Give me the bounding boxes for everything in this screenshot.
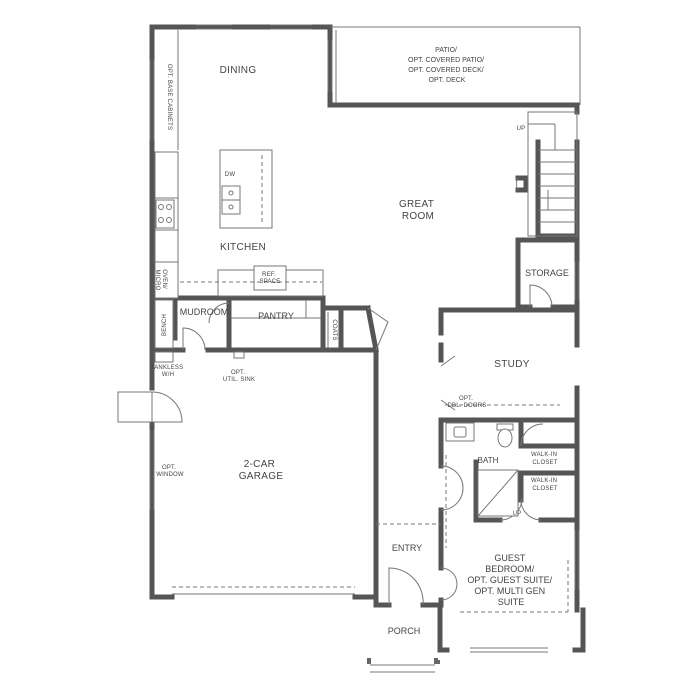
doors bbox=[117, 177, 560, 606]
label-opt-window: OPT. WINDOW bbox=[156, 465, 184, 478]
label-walk-in-closet-2: WALK-IN CLOSET bbox=[531, 478, 559, 492]
label-mudroom: MUDROOM bbox=[180, 307, 229, 317]
exterior-walls bbox=[149, 24, 586, 653]
fixture-labels: OPT. BASE CABINETS DW REF. SPACE OVEN/ M… bbox=[151, 64, 526, 517]
label-oven-micro: OVEN/ MICRO bbox=[154, 269, 167, 291]
patio-outline bbox=[330, 26, 581, 105]
mudroom-fixtures bbox=[154, 299, 329, 363]
label-up-stair: UP bbox=[517, 126, 526, 132]
label-coats: COATS bbox=[331, 319, 337, 340]
label-kitchen: KITCHEN bbox=[220, 242, 266, 253]
kitchen-fixtures bbox=[154, 30, 324, 299]
label-opt-util-sink: OPT. UTIL. SINK bbox=[223, 370, 255, 383]
label-storage: STORAGE bbox=[525, 268, 569, 278]
label-entry: ENTRY bbox=[392, 543, 422, 553]
label-garage: 2-CAR GARAGE bbox=[239, 459, 284, 482]
label-opt-dbl-doors: OPT. DBL. DOORS bbox=[447, 396, 486, 409]
label-opt-base-cabinets: OPT. BASE CABINETS bbox=[166, 64, 172, 130]
label-dining: DINING bbox=[220, 65, 257, 76]
label-bench: BENCH bbox=[162, 314, 168, 336]
porch-steps bbox=[367, 658, 440, 673]
label-up-bath: UP bbox=[513, 511, 522, 517]
label-pantry: PANTRY bbox=[258, 311, 294, 321]
label-ref-space: REF. SPACE bbox=[260, 272, 281, 285]
label-tankless-wh: TANKLESS W/H bbox=[151, 365, 185, 378]
label-bath: BATH bbox=[478, 456, 499, 465]
windows bbox=[149, 24, 580, 653]
label-study: STUDY bbox=[494, 359, 529, 370]
bath-fixtures bbox=[445, 422, 569, 613]
label-walk-in-closet-1: WALK-IN CLOSET bbox=[531, 452, 559, 466]
stair bbox=[527, 111, 578, 237]
label-guest-bedroom: GUEST BEDROOM/ OPT. GUEST SUITE/ OPT. MU… bbox=[467, 553, 554, 607]
label-patio: PATIO/ OPT. COVERED PATIO/ OPT. COVERED … bbox=[408, 47, 486, 84]
room-labels: DINING PATIO/ OPT. COVERED PATIO/ OPT. C… bbox=[180, 47, 569, 636]
interior-walls bbox=[149, 139, 580, 608]
label-great-room: GREAT ROOM bbox=[399, 199, 437, 222]
label-dw: DW bbox=[225, 172, 236, 178]
label-porch: PORCH bbox=[388, 626, 421, 636]
